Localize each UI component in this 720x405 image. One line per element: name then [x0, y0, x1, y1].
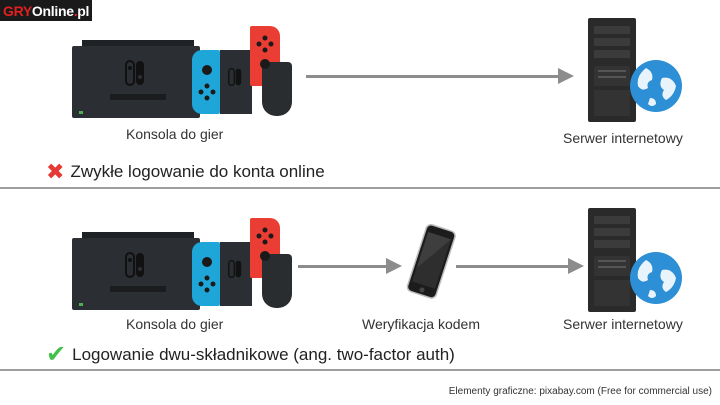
arrow-line [306, 75, 562, 78]
status-text: Zwykłe logowanie do konta online [70, 162, 325, 181]
dock-top [82, 232, 194, 240]
status-2fa-login: ✔ Logowanie dwu-składnikowe (ang. two-fa… [46, 343, 455, 367]
server-tower-icon [588, 18, 636, 122]
globe-icon [630, 252, 682, 304]
server-label-2: Serwer internetowy [563, 316, 683, 332]
joycon-left-blue [192, 50, 220, 114]
image-credits: Elementy graficzne: pixabay.com (Free fo… [448, 386, 712, 397]
status-standard-login: ✖ Zwykłe logowanie do konta online [46, 161, 325, 183]
joycon-red-buttons-icon [256, 35, 274, 69]
joycon-red-buttons-icon [256, 227, 274, 261]
smartphone-icon [406, 223, 456, 299]
console-dock [72, 46, 200, 118]
mini-switch-logo-icon [228, 260, 242, 278]
checkmark-icon: ✔ [46, 341, 67, 368]
joycon-buttons-icon [198, 65, 216, 101]
joycon-buttons-icon [198, 257, 216, 293]
arrow-head-icon [558, 68, 574, 84]
phone-label: Weryfikacja kodem [362, 316, 481, 332]
server-tower-icon [588, 208, 636, 312]
console-label: Konsola do gier [126, 126, 224, 142]
dock-top [82, 40, 194, 48]
console-dock [72, 238, 200, 310]
dock-slot [110, 286, 166, 292]
dock-led [79, 111, 83, 114]
dock-slot [110, 94, 166, 100]
x-mark-icon: ✖ [46, 159, 65, 184]
mini-switch-logo-icon [228, 68, 242, 86]
arrow-head-icon [568, 258, 584, 274]
console-label-2: Konsola do gier [126, 316, 224, 332]
globe-icon [630, 60, 682, 112]
arrow-line [298, 265, 390, 268]
joycon-left-blue [192, 242, 220, 306]
switch-logo-icon [125, 60, 144, 86]
controller-grip [262, 254, 292, 308]
divider-top [0, 187, 720, 189]
arrow-head-icon [386, 258, 402, 274]
arrow-line [456, 265, 572, 268]
status-text: Logowanie dwu-składnikowe (ang. two-fact… [72, 345, 455, 364]
dock-led [79, 303, 83, 306]
switch-logo-icon [125, 252, 144, 278]
divider-bottom [0, 369, 720, 371]
server-label: Serwer internetowy [563, 130, 683, 146]
controller-grip [262, 62, 292, 116]
